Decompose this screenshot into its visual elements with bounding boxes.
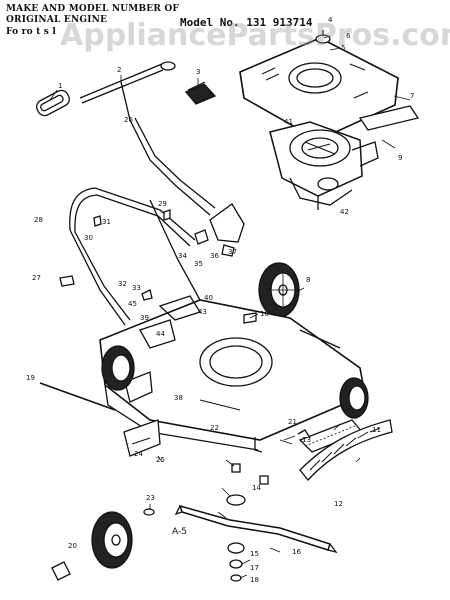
callout-23: 23: [146, 494, 155, 502]
callout-30: 30: [84, 234, 93, 242]
hub-cap-part[interactable]: [51, 561, 71, 581]
callout-28: 28: [34, 216, 43, 224]
callout-10: 10: [260, 310, 269, 318]
lower-handle-part[interactable]: [149, 199, 201, 301]
parts-header: MAKE AND MODEL NUMBER OF ORIGINAL ENGINE…: [4, 4, 444, 46]
callout-35: 35: [194, 260, 203, 268]
callout-6: 6: [346, 32, 351, 40]
callout-19: 19: [26, 374, 35, 382]
callout-36: 36: [210, 252, 219, 260]
callout-34: 34: [178, 252, 187, 260]
callout-8: 8: [306, 276, 310, 284]
callout-3: 3: [196, 68, 200, 76]
t-handle-part[interactable]: [79, 61, 216, 216]
shroud-strip-part[interactable]: [358, 105, 420, 131]
callout-5: 5: [341, 44, 345, 52]
callout-4: 4: [328, 16, 333, 24]
lower-wheel-part[interactable]: [91, 511, 133, 569]
callout-21: 21: [288, 418, 297, 426]
callout-15: 15: [250, 550, 259, 558]
engine-shroud-part[interactable]: [239, 37, 399, 141]
callout-37: 37: [228, 248, 237, 256]
callout-44: 44: [156, 330, 165, 338]
blade-adapter-stack[interactable]: [226, 494, 246, 582]
callout-12: 12: [334, 500, 343, 508]
grip-part[interactable]: [34, 88, 72, 118]
callout-13: 13: [302, 436, 311, 444]
callout-45: 45: [128, 300, 137, 308]
rod-part[interactable]: [39, 382, 116, 411]
callout-42: 42: [340, 208, 349, 216]
callout-11: 11: [372, 426, 381, 434]
model-number: Model No. 131 913714: [180, 16, 313, 29]
callout-1: 1: [58, 82, 62, 90]
knob-part[interactable]: [184, 81, 217, 105]
callout-9: 9: [398, 154, 402, 162]
small-hardware-parts[interactable]: [59, 209, 311, 516]
callout-39: 39: [140, 314, 149, 322]
callout-27: 27: [32, 274, 41, 282]
callout-29: 29: [158, 200, 167, 208]
callout-25: 25: [156, 456, 165, 464]
blade-part[interactable]: [174, 504, 338, 554]
callout-22: 22: [210, 424, 219, 432]
rear-wheel-part[interactable]: [258, 262, 300, 318]
callout-20: 20: [68, 542, 77, 550]
callout-32: 32: [118, 280, 127, 288]
header-line-make-model: MAKE AND MODEL NUMBER OF: [6, 4, 179, 14]
callout-24: 24: [134, 450, 143, 458]
deck-wheel-left[interactable]: [101, 345, 135, 391]
leader-lines: [49, 35, 411, 579]
callout-38: 38: [174, 394, 183, 402]
figure-label: A-5: [172, 527, 187, 537]
callout-numbers: 1 2 3 4 5 6 7 8 9 10 11 12 13 14 15 16 1…: [26, 16, 414, 584]
deflector-part[interactable]: [194, 203, 245, 257]
callout-41: 41: [284, 118, 293, 126]
header-line-partial: Fo ro t s l: [6, 27, 57, 37]
callout-7: 7: [410, 92, 414, 100]
callout-17: 17: [250, 564, 259, 572]
callout-31: 31: [102, 218, 111, 226]
callout-33: 33: [132, 284, 141, 292]
trim-guard-part[interactable]: [299, 419, 393, 481]
callout-18: 18: [250, 576, 259, 584]
callout-2: 2: [117, 66, 121, 74]
deck-wheel-right[interactable]: [339, 377, 369, 419]
callout-14: 14: [252, 484, 261, 492]
callout-16: 16: [292, 548, 301, 556]
engine-part[interactable]: [269, 121, 379, 210]
callout-43: 43: [198, 308, 207, 316]
upper-handle-part[interactable]: [69, 187, 196, 326]
header-line-engine: ORIGINAL ENGINE: [6, 15, 108, 25]
callout-26: 26: [124, 116, 133, 124]
height-adjuster-part[interactable]: [123, 419, 161, 457]
callout-40: 40: [204, 294, 213, 302]
mower-deck-part[interactable]: [99, 295, 366, 453]
